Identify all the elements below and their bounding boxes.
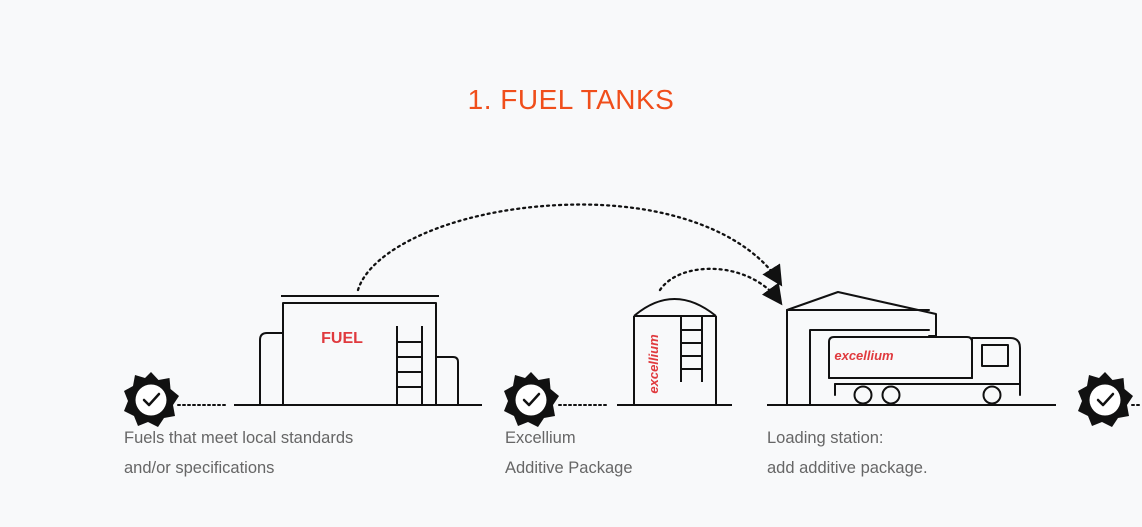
step-2-caption: Excellium Additive Package	[505, 429, 633, 477]
transfer-arc-fuel	[356, 203, 783, 292]
badge-step-1-icon	[122, 370, 181, 429]
transfer-arc-additive	[658, 267, 783, 306]
fuel-tank-label: FUEL	[321, 330, 363, 347]
truck-brand: excellium	[834, 348, 894, 363]
section-title: 1. FUEL TANKS	[467, 84, 675, 115]
step-1-caption: Fuels that meet local standards and/or s…	[124, 429, 354, 477]
loading-station-illustration	[786, 291, 1021, 406]
step-3-caption: Loading station: add additive package.	[767, 429, 928, 477]
badge-step-2-icon	[502, 370, 561, 429]
additive-tank-brand: excellium	[646, 334, 661, 394]
badge-step-3-icon	[1076, 370, 1135, 429]
fuel-tank-illustration	[259, 295, 459, 405]
additive-tank-illustration	[633, 298, 717, 405]
